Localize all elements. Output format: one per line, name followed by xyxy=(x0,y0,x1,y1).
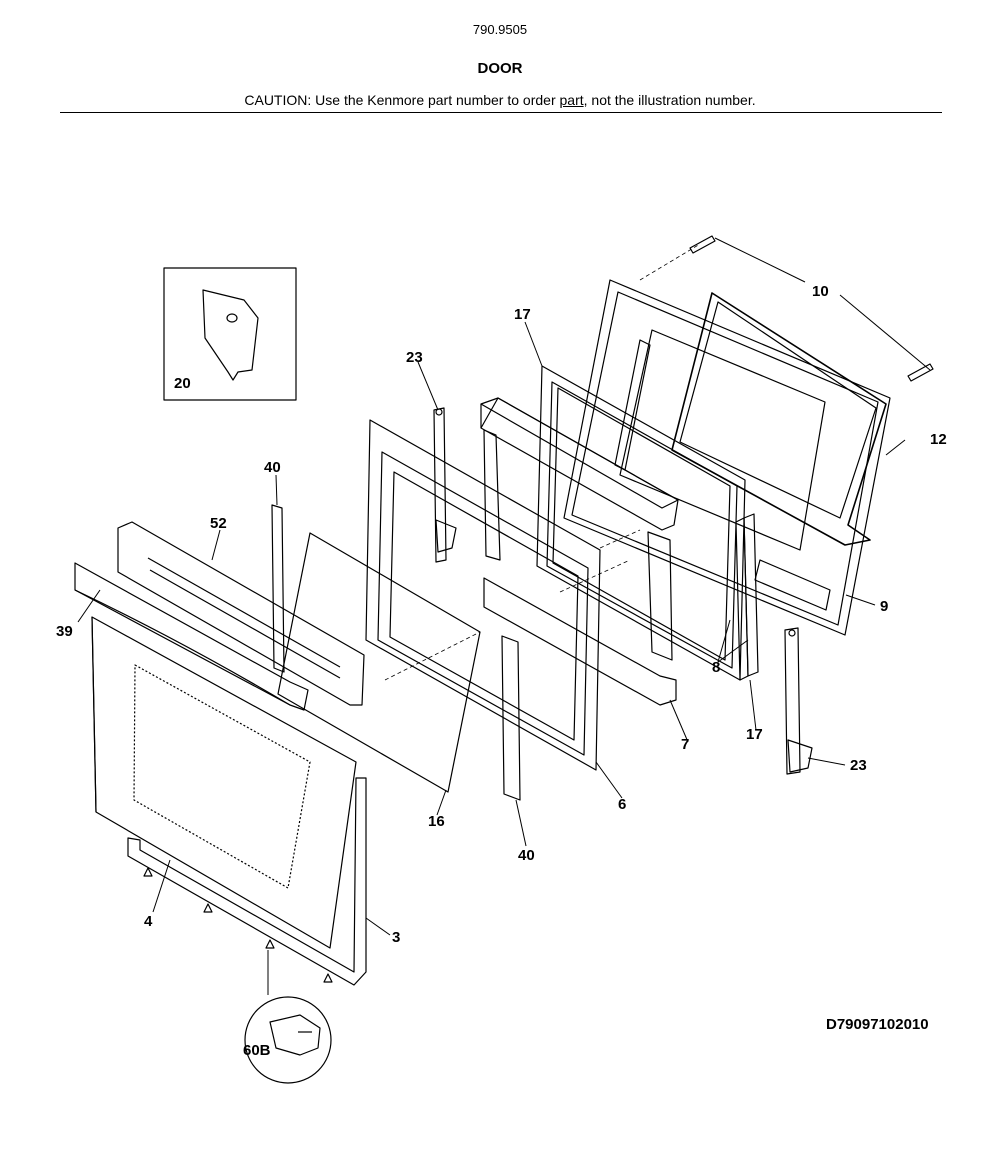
callout-7: 7 xyxy=(681,736,689,753)
inner-door-panel-6 xyxy=(365,419,601,771)
callout-labels: 10 12 9 17 17 23 23 20 40 40 52 39 8 7 6… xyxy=(56,283,947,1059)
inset-part-20 xyxy=(163,267,297,401)
door-gasket xyxy=(671,292,887,546)
screw-10-top xyxy=(689,235,716,254)
insulation-7 xyxy=(480,397,679,706)
screw-detail-60b xyxy=(244,996,332,1084)
leader-lines xyxy=(77,237,931,995)
projection-lines xyxy=(384,243,701,681)
outer-door-4 xyxy=(91,616,357,949)
callout-17-bottom: 17 xyxy=(746,726,763,743)
bottom-trim-3 xyxy=(127,777,367,986)
callout-60b: 60B xyxy=(243,1042,271,1059)
callout-3: 3 xyxy=(392,929,400,946)
caution-underlined-word: part xyxy=(559,92,584,108)
callout-40-bottom: 40 xyxy=(518,847,535,864)
callout-6: 6 xyxy=(618,796,626,813)
spacer-8 xyxy=(735,513,759,681)
hinge-23-right xyxy=(784,627,813,775)
callout-4: 4 xyxy=(144,913,153,930)
caution-prefix: CAUTION: Use the Kenmore part number to … xyxy=(244,92,560,108)
caution-suffix: , not the illustration number. xyxy=(583,92,756,108)
callout-16: 16 xyxy=(428,813,445,830)
callout-23-top: 23 xyxy=(406,349,423,366)
callout-23-bottom: 23 xyxy=(850,757,867,774)
hinge-23-left xyxy=(433,407,457,563)
callout-9: 9 xyxy=(880,598,888,615)
callout-8: 8 xyxy=(712,659,720,676)
rear-door-frame xyxy=(563,279,891,636)
callout-39: 39 xyxy=(56,623,73,640)
callout-12: 12 xyxy=(930,431,947,448)
screw-10-right xyxy=(907,363,934,382)
header-rule xyxy=(60,112,942,113)
callout-10: 10 xyxy=(812,283,829,300)
glass-pack-17 xyxy=(536,365,746,681)
caution-note: CAUTION: Use the Kenmore part number to … xyxy=(0,92,1000,108)
bracket-40-left xyxy=(271,504,285,673)
callout-52: 52 xyxy=(210,515,227,532)
vent-52 xyxy=(117,521,365,706)
bracket-40-right xyxy=(501,635,521,801)
inner-glass-16 xyxy=(277,532,481,793)
callout-17-top: 17 xyxy=(514,306,531,323)
drawing-number: D79097102010 xyxy=(826,1016,929,1033)
trim-39 xyxy=(74,562,309,711)
bottom-fasteners xyxy=(143,867,333,983)
section-title: DOOR xyxy=(477,60,523,77)
model-number: 790.9505 xyxy=(472,22,528,37)
callout-20: 20 xyxy=(174,375,191,392)
callout-40-top: 40 xyxy=(264,459,281,476)
